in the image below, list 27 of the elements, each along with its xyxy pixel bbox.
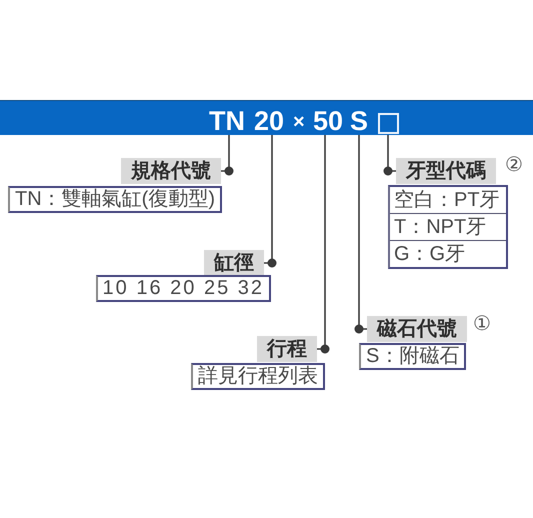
model-code-text: TN: [209, 107, 245, 135]
parameter-heading: 行程: [257, 336, 317, 362]
leader-line: [384, 134, 396, 176]
model-code-banner: [0, 100, 533, 135]
model-code-text: 20: [254, 107, 284, 135]
value-box: TN：雙軸氣缸(復動型): [8, 186, 222, 213]
empty-square-icon: [378, 113, 399, 134]
parameter-heading: 規格代號: [121, 158, 221, 184]
value-box: 詳見行程列表: [191, 363, 325, 390]
table-row: G：G牙: [390, 240, 506, 267]
leader-line: [354, 135, 367, 334]
options-table: [388, 185, 508, 269]
leader-line: [221, 135, 234, 176]
parameter-heading: 缸徑: [204, 250, 264, 276]
leader-line: [264, 135, 276, 268]
callout-number: ①: [473, 313, 491, 335]
multiply-sign: ×: [293, 112, 305, 132]
model-code-text: 50: [313, 107, 344, 135]
table-row: T：NPT牙: [390, 213, 506, 240]
parameter-heading: 牙型代碼: [396, 158, 496, 184]
value-box: 10 16 20 25 32: [96, 275, 271, 302]
table-row-text: 空白：PT牙: [393, 188, 501, 213]
leader-line: [317, 135, 330, 354]
model-code-text: S: [350, 107, 368, 135]
parameter-heading: 磁石代號: [367, 316, 467, 342]
callout-number: ②: [505, 154, 523, 176]
value-box: S：附磁石: [359, 343, 466, 370]
